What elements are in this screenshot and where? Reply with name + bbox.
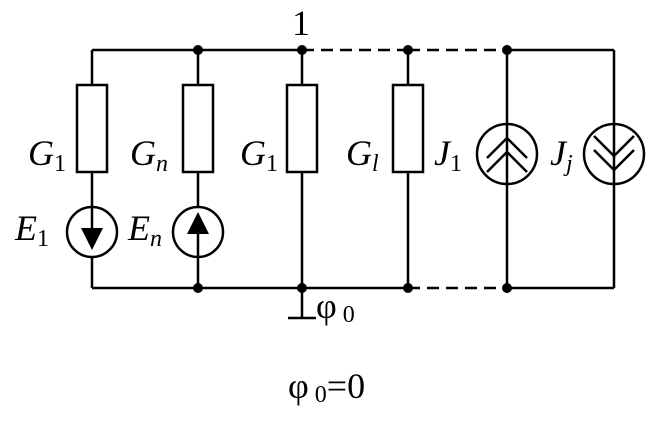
label-jj: Jj: [550, 133, 573, 177]
label-e1: E1: [14, 208, 49, 252]
node-dot: [193, 283, 203, 293]
label-gl: Gl: [346, 133, 379, 177]
conductance-gn: [181, 83, 215, 174]
label-gn: Gn: [130, 133, 168, 177]
en-arrow-up-icon: [187, 212, 209, 234]
conductance-g1-middle: [285, 83, 319, 174]
jj-chevron-down-icon: [593, 135, 635, 158]
jj-chevron-down-icon-2: [593, 149, 635, 172]
e1-arrow-down-icon: [81, 228, 103, 250]
label-g1-left: G1: [28, 133, 66, 177]
j1-chevron-up-icon-2: [486, 150, 528, 173]
conductance-g1-left: [75, 83, 109, 174]
label-j1: J1: [434, 133, 462, 177]
label-en: En: [127, 208, 162, 252]
node-dot: [502, 45, 512, 55]
node-dot: [297, 283, 307, 293]
node-dot: [403, 45, 413, 55]
label-g1-middle: G1: [240, 133, 278, 177]
node-dot: [297, 45, 307, 55]
node-dot: [403, 283, 413, 293]
node-dot: [193, 45, 203, 55]
node-dot: [502, 283, 512, 293]
conductance-gl: [391, 83, 425, 174]
node-1-label: 1: [292, 3, 310, 43]
j1-chevron-up-icon: [486, 136, 528, 159]
